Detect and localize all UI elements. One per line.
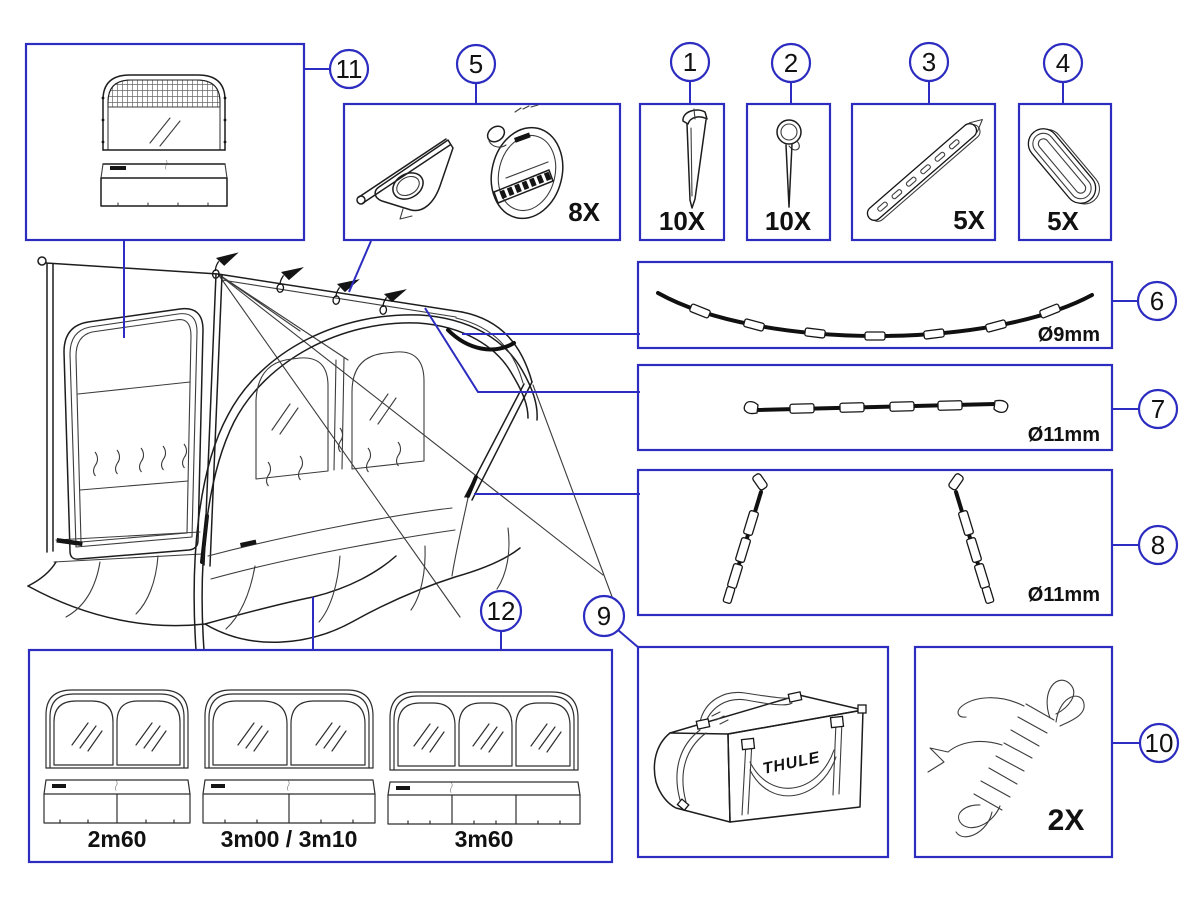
box4-quantity: 5X	[1047, 206, 1079, 236]
callout-3: 3	[908, 41, 950, 104]
svg-text:5: 5	[469, 49, 483, 79]
leg-poles-illustration: Ø11mm	[722, 473, 1100, 606]
svg-text:12: 12	[487, 596, 516, 626]
svg-text:7: 7	[1151, 394, 1165, 424]
callout-12: 12	[479, 589, 523, 650]
leader-box7	[424, 307, 640, 393]
panel-2m60: 2m60	[43, 689, 191, 852]
callout-7: 7	[1112, 388, 1179, 430]
callout-8: 8	[1112, 524, 1179, 566]
awning-illustration	[27, 249, 615, 651]
callout-11: 11	[304, 48, 370, 90]
svg-text:8: 8	[1151, 530, 1165, 560]
svg-text:3: 3	[922, 47, 936, 77]
panel-3m60: 3m60	[387, 691, 581, 852]
svg-text:10: 10	[1145, 728, 1174, 758]
box2-quantity: 10X	[765, 206, 812, 236]
mesh-vent	[107, 79, 221, 108]
partbox-5	[342, 102, 622, 242]
box1-quantity: 10X	[659, 206, 706, 236]
partbox-1	[638, 102, 726, 242]
leader-box5	[348, 240, 372, 293]
ladder-strap-illustration: 5X	[866, 118, 986, 235]
panel-size-label: 3m60	[455, 826, 514, 852]
side-panel-illustration	[100, 74, 228, 207]
pole-pocket-arc	[446, 328, 516, 352]
peg-illustration: 10X	[659, 108, 708, 236]
box5-quantity: 8X	[568, 197, 600, 227]
partbox-12	[27, 648, 614, 864]
partbox-8	[636, 468, 1114, 617]
storage-bag-illustration: THULE	[653, 691, 867, 823]
pole-tip-loop	[37, 256, 47, 266]
box10-quantity: 2X	[1048, 804, 1085, 837]
svg-text:11: 11	[336, 54, 363, 84]
callout-4: 4	[1042, 42, 1084, 104]
svg-text:9: 9	[597, 601, 611, 631]
panel-variants-illustration: 2m60 3m00 / 3m10	[43, 689, 581, 852]
box6-diameter: Ø9mm	[1038, 324, 1100, 346]
callout-1: 1	[669, 41, 711, 104]
callout-10: 10	[1112, 722, 1180, 764]
brand-dash	[56, 538, 83, 547]
partbox-9	[636, 645, 890, 859]
svg-text:6: 6	[1150, 286, 1164, 316]
panel-size-label: 3m00 / 3m10	[221, 826, 358, 852]
svg-text:2: 2	[784, 48, 798, 78]
partbox-2	[745, 102, 832, 242]
panel-3m00-3m10: 3m00 / 3m10	[202, 689, 376, 852]
curved-pole-illustration: Ø9mm	[656, 291, 1100, 346]
straight-pole-illustration: Ø11mm	[743, 399, 1100, 446]
box8-diameter: Ø11mm	[1028, 584, 1100, 606]
bracket-and-clamp-illustration: 8X	[356, 104, 601, 227]
svg-text:4: 4	[1056, 48, 1070, 78]
rope-illustration: 2X	[927, 679, 1085, 838]
callout-9: 9	[582, 594, 640, 649]
callout-6: 6	[1112, 280, 1178, 322]
partbox-11	[24, 42, 306, 242]
callout-2: 2	[770, 42, 812, 104]
box3-quantity: 5X	[953, 205, 985, 235]
callout-5: 5	[455, 43, 497, 104]
oval-link-illustration: 5X	[1027, 128, 1101, 236]
box7-diameter: Ø11mm	[1028, 424, 1100, 446]
part-boxes	[24, 42, 1114, 864]
ring-peg-illustration: 10X	[765, 119, 812, 236]
leader-lines	[123, 240, 640, 650]
svg-text:1: 1	[683, 47, 697, 77]
panel-size-label: 2m60	[88, 826, 147, 852]
callout-circles: 11 5 1 2 3 4 6	[304, 41, 1180, 764]
